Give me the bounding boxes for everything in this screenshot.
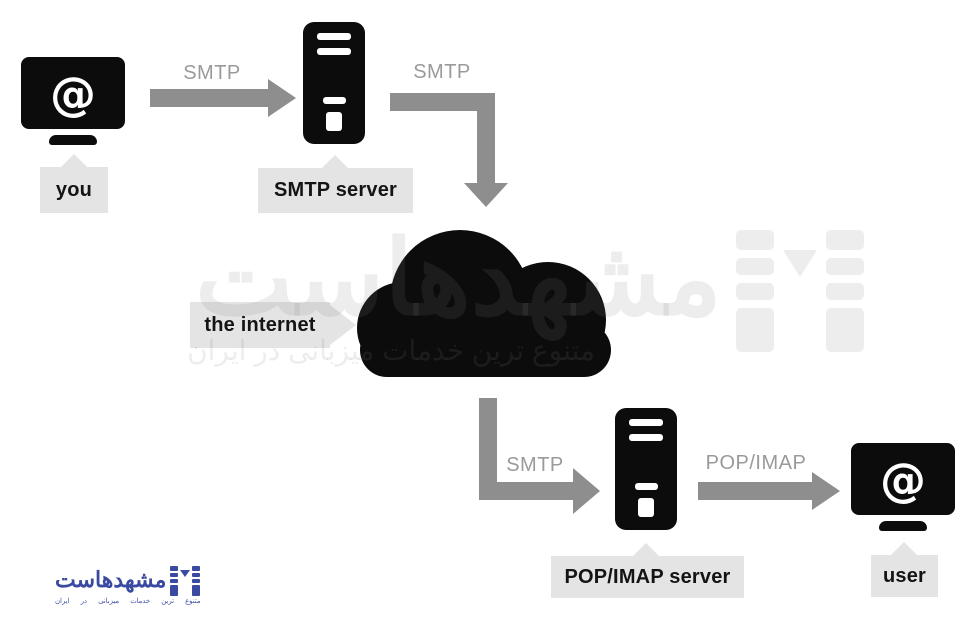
mashhadhost-logo-icon <box>170 566 201 596</box>
at-icon: @ <box>880 453 926 507</box>
smtp-arrow-you-to-server <box>150 79 296 117</box>
edge-label-popimap: POP/IMAP <box>705 452 807 474</box>
node-label-internet: the internet <box>190 302 330 348</box>
down-arrow-icon <box>180 570 191 577</box>
smtp-arrow-internet-to-popimap <box>479 398 600 514</box>
smtp-arrow-server-to-internet <box>390 93 508 207</box>
edge-label-smtp-1: SMTP <box>183 62 241 84</box>
server-vent-bar <box>317 48 351 55</box>
logo-title: مشهدهاست <box>55 567 167 592</box>
server-power-slot <box>326 112 342 131</box>
monitor-screen: @ <box>851 443 955 515</box>
node-label-user: user <box>871 555 938 597</box>
server-vent-bar <box>317 33 351 40</box>
edge-label-smtp-2: SMTP <box>413 61 471 83</box>
monitor-stand <box>879 521 927 531</box>
popimap-server-icon <box>615 408 677 530</box>
internet-cloud-icon <box>357 230 611 377</box>
edge-label-smtp-3: SMTP <box>506 454 564 476</box>
server-vent-bar <box>629 434 663 441</box>
node-label-you: you <box>40 167 108 213</box>
logo-subtitle: متنوع ترین خدمات میزبانی در ایران <box>55 598 201 605</box>
node-label-popimap-server: POP/IMAP server <box>551 556 744 598</box>
label-pointer-user <box>891 542 917 555</box>
label-pointer-you <box>61 154 87 167</box>
monitor-stand <box>49 135 97 145</box>
label-pointer-popimap-server <box>633 543 659 556</box>
monitor-user-icon: @ <box>851 443 955 531</box>
at-icon: @ <box>50 67 96 121</box>
monitor-you-icon: @ <box>21 57 125 145</box>
server-vent-bar <box>629 419 663 426</box>
server-power-slot <box>638 498 654 517</box>
server-drive-bar <box>635 483 658 490</box>
monitor-screen: @ <box>21 57 125 129</box>
smtp-server-icon <box>303 22 365 144</box>
mashhadhost-logo: مشهدهاست متنوع ترین خدمات میزبانی در ایر… <box>55 566 201 605</box>
label-pointer-internet <box>330 305 356 345</box>
label-pointer-smtp-server <box>322 155 348 168</box>
server-drive-bar <box>323 97 346 104</box>
node-label-smtp-server: SMTP server <box>258 168 413 213</box>
popimap-arrow-server-to-user <box>698 472 840 510</box>
